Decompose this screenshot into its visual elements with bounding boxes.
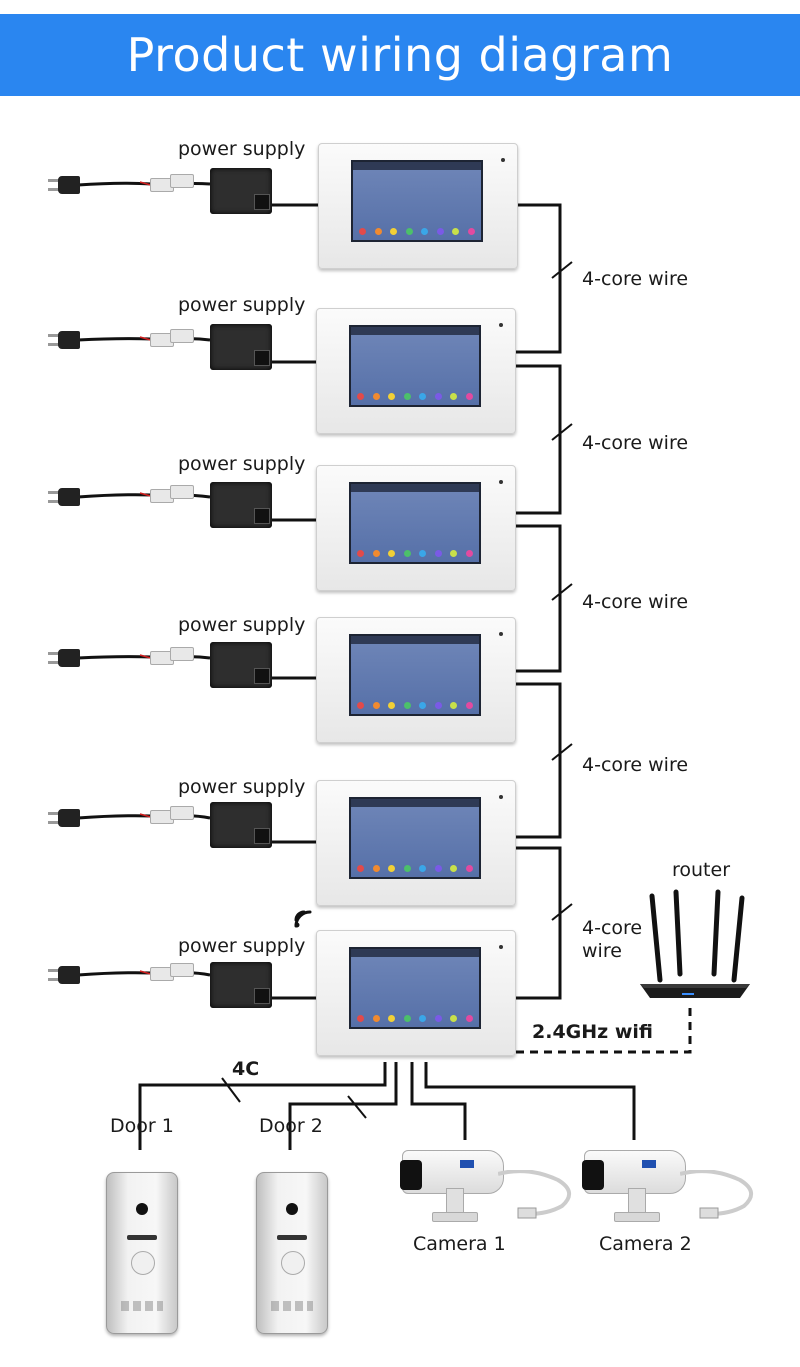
monitor-icon	[316, 930, 516, 1056]
four-core-wire-label-2: 4-core wire	[582, 432, 689, 454]
wire-connector	[170, 963, 194, 977]
monitor-icon	[316, 308, 516, 434]
monitor-icon	[316, 780, 516, 906]
power-supply-label-4: power supply	[178, 614, 306, 636]
title-banner: Product wiring diagram	[0, 14, 800, 96]
monitor-icon	[316, 617, 516, 743]
wifi-label: 2.4GHz wifi	[532, 1021, 653, 1043]
four-core-wire-label-4: 4-core wire	[582, 754, 689, 776]
router-label: router	[672, 859, 731, 881]
power-supply-label-5: power supply	[178, 776, 306, 798]
power-supply-icon	[210, 962, 272, 1008]
four-core-wire-label-3: 4-core wire	[582, 591, 689, 613]
plug-icon	[48, 647, 88, 669]
monitor-icon	[316, 465, 516, 591]
plug-icon	[48, 807, 88, 829]
doorbell-icon	[106, 1172, 178, 1334]
four-core-wire-label-5b: wire	[582, 940, 622, 962]
wire-connector	[170, 174, 194, 188]
wire-connector	[170, 329, 194, 343]
plug-icon	[48, 964, 88, 986]
plug-icon	[48, 329, 88, 351]
plug-icon	[48, 174, 88, 196]
power-supply-icon	[210, 642, 272, 688]
camera1-label: Camera 1	[413, 1233, 506, 1255]
power-supply-label-3: power supply	[178, 453, 306, 475]
power-supply-label-1: power supply	[178, 138, 306, 160]
four-core-wire-label-1: 4-core wire	[582, 268, 689, 290]
camera2-label: Camera 2	[599, 1233, 692, 1255]
door1-label: Door 1	[110, 1115, 174, 1137]
four-c-label: 4C	[232, 1058, 260, 1080]
monitor-icon	[318, 143, 518, 269]
camera-icon	[400, 1130, 592, 1240]
power-supply-label-6: power supply	[178, 935, 306, 957]
doorbell-icon	[256, 1172, 328, 1334]
page-title: Product wiring diagram	[126, 28, 674, 82]
power-supply-icon	[210, 324, 272, 370]
power-supply-icon	[210, 168, 272, 214]
power-supply-icon	[210, 482, 272, 528]
router-icon	[640, 889, 750, 998]
door2-label: Door 2	[259, 1115, 323, 1137]
wire-connector	[170, 485, 194, 499]
power-supply-icon	[210, 802, 272, 848]
wire-connector	[170, 647, 194, 661]
wifi-icon	[294, 910, 312, 928]
wire-connector	[170, 806, 194, 820]
four-core-wire-label-5a: 4-core	[582, 917, 643, 939]
camera-icon	[582, 1130, 774, 1240]
power-supply-label-2: power supply	[178, 294, 306, 316]
plug-icon	[48, 486, 88, 508]
